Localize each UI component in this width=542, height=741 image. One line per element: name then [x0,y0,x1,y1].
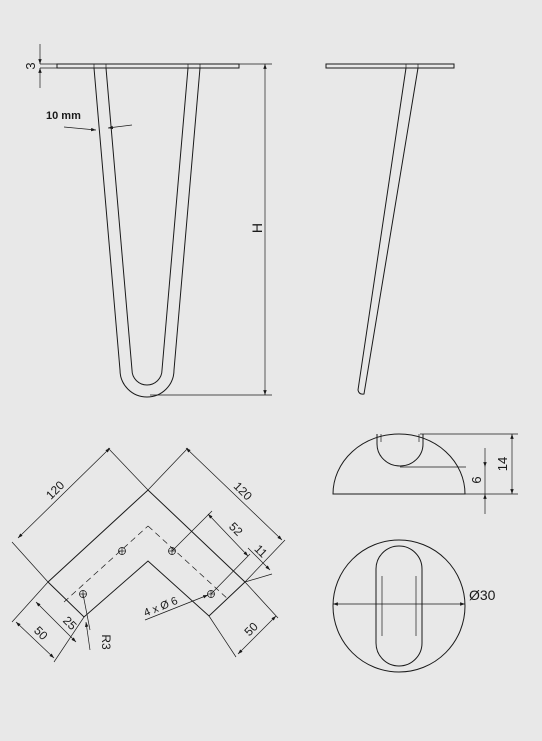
plate-thickness-label: 3 [23,62,38,69]
foot-profile [332,433,466,495]
hole-callout-label: 4 x Ø 6 [142,595,179,619]
plate-side-left-label: 120 [43,478,67,502]
rod-offset-label: 10 mm [46,110,81,122]
height-label: H [249,223,265,233]
foot-inner-label: 6 [469,476,484,483]
plate-side-right-label: 120 [231,479,255,503]
corner-plate-view: 120 120 52 11 50 25 R3 4 x Ø 6 [11,447,286,663]
side-view [325,63,455,395]
foot-height-label: 14 [495,457,510,471]
hole-offset-label: 25 [60,613,80,633]
edge-right-label: 50 [241,619,261,639]
corner-plate-outline [47,489,246,618]
foot-diameter-label: Ø30 [469,587,496,603]
mounting-plate-side [325,63,455,69]
corner-radius-label: R3 [99,634,113,650]
edge-left-label: 50 [31,623,51,643]
foot-slot [375,545,423,667]
foot-side-view: 14 6 [332,433,518,514]
hairpin-rod-front [93,67,201,398]
foot-top-view: Ø30 [332,539,496,673]
foot-circle [332,539,466,673]
mounting-plate-front [56,63,240,69]
front-view: 3 10 mm H [23,44,272,398]
rod-side [357,67,419,395]
